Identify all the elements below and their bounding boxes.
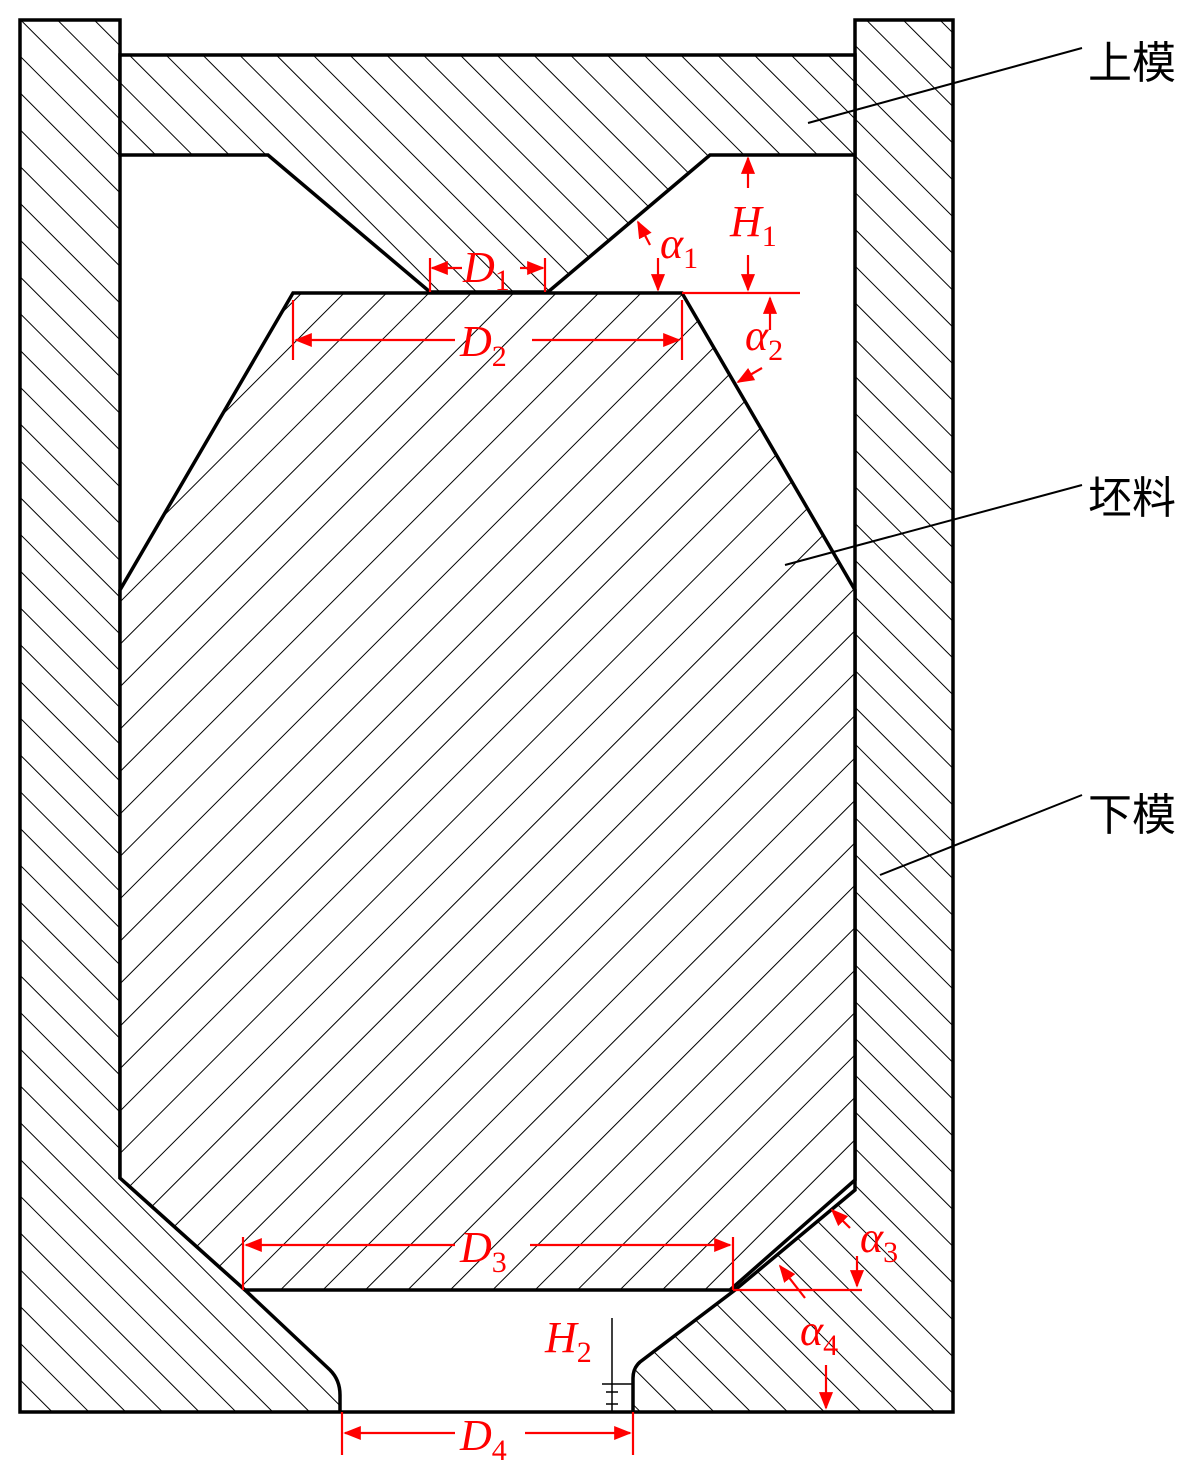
alpha4-label: α4 xyxy=(800,1306,838,1362)
d4-label: D4 xyxy=(459,1411,507,1467)
dimension-h1: H1 xyxy=(682,156,800,295)
angle-alpha2: α2 xyxy=(736,296,783,383)
dimension-d1: D1 xyxy=(428,243,547,297)
dimension-d3: D3 xyxy=(241,1223,735,1290)
d1-label: D1 xyxy=(462,243,510,297)
upper-die-label: 上模 xyxy=(1088,38,1176,89)
d2-label: D2 xyxy=(459,317,507,373)
billet xyxy=(118,291,857,1292)
d3-label: D3 xyxy=(459,1223,507,1279)
dimension-d4: D4 xyxy=(340,1411,635,1467)
angle-alpha3: α3 xyxy=(830,1208,898,1288)
dimension-h2: H2 xyxy=(544,1313,632,1413)
lower-die-leader xyxy=(879,794,1083,876)
dimension-d2: D2 xyxy=(291,300,684,373)
lower-die-label: 下模 xyxy=(1088,790,1176,841)
billet-leader xyxy=(784,484,1083,566)
alpha2-label: α2 xyxy=(745,311,783,367)
angle-alpha1: α1 xyxy=(637,219,698,292)
alpha3-label: α3 xyxy=(860,1213,898,1269)
h2-label: H2 xyxy=(544,1313,592,1369)
upper-die-leader xyxy=(807,47,1083,124)
h1-label: H1 xyxy=(729,197,777,253)
angle-alpha4: α4 xyxy=(778,1264,838,1410)
alpha1-label: α1 xyxy=(660,219,698,275)
billet-label: 坯料 xyxy=(1088,473,1176,524)
